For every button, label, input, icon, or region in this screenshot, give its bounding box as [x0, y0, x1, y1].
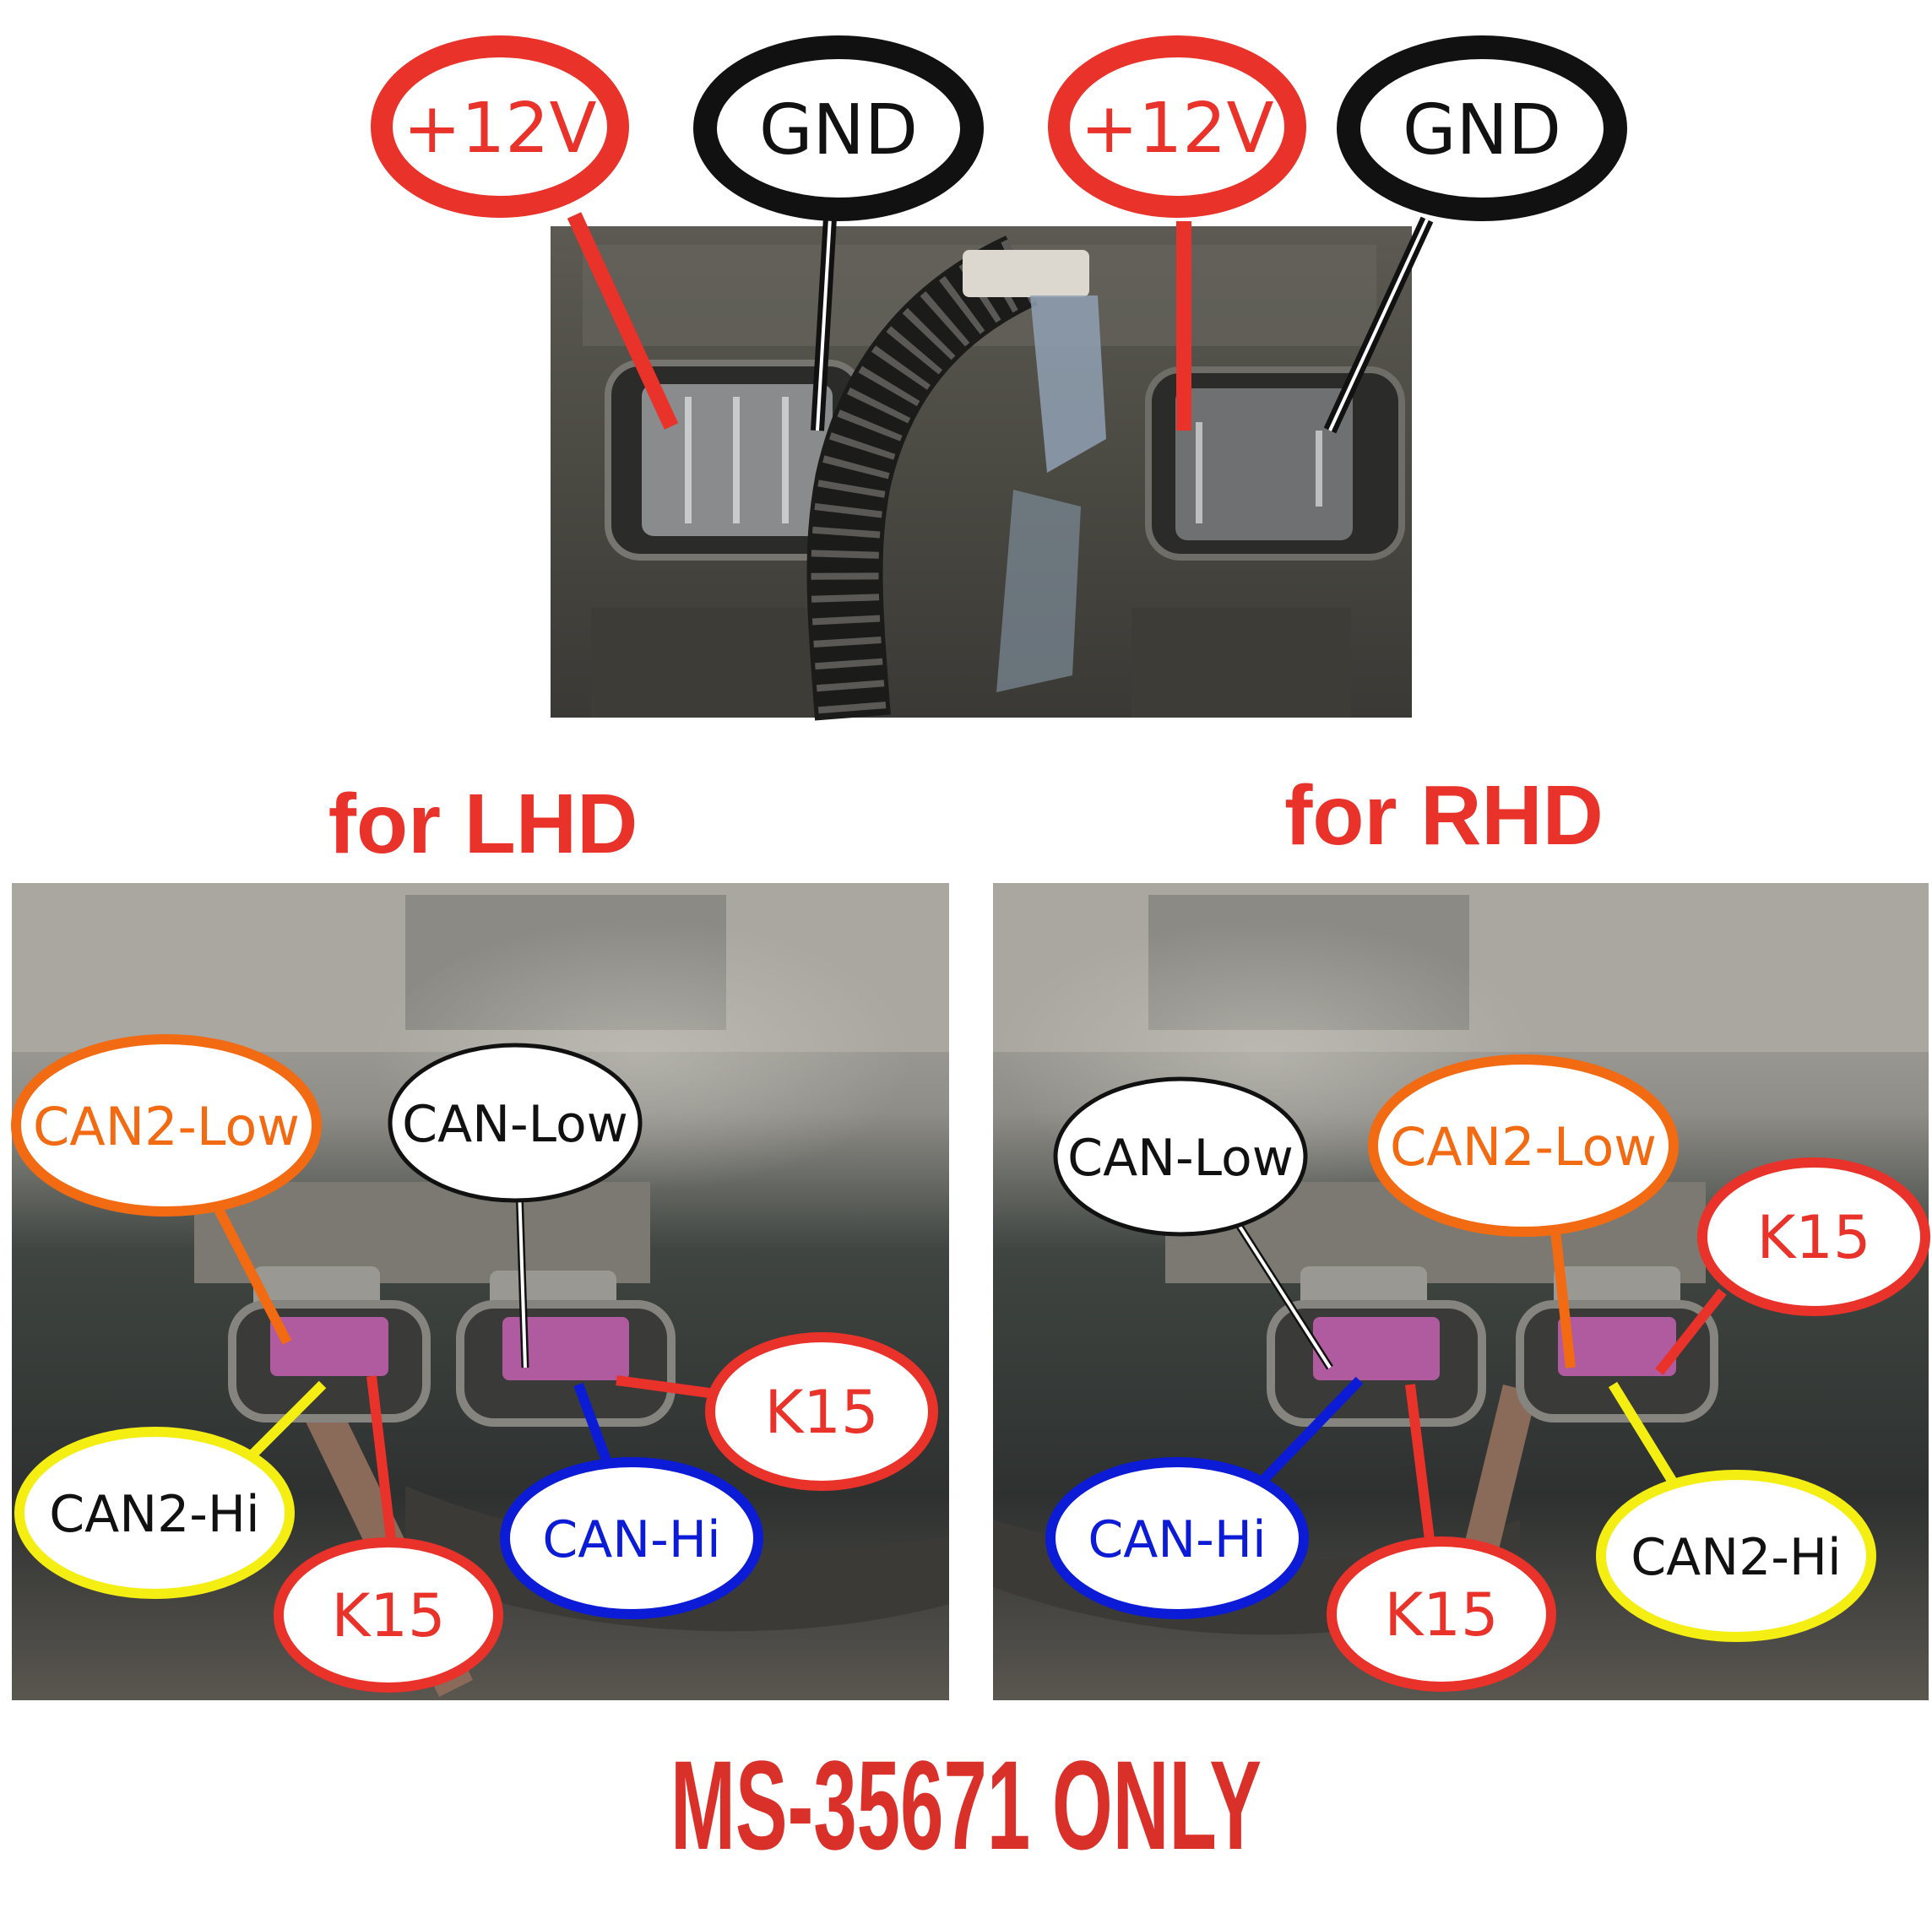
housing-lower-left [591, 608, 828, 718]
callout-lhd-k15-b-ellipse [705, 1332, 938, 1491]
callout-lhd-can-low-text: CAN-Low [402, 1095, 628, 1154]
cable-clip [963, 250, 1089, 297]
callout-p12v-right-ellipse [1048, 35, 1306, 218]
leader-lhd-can2-hi [249, 1380, 327, 1458]
callout-lhd-k15-a: K15 [274, 1537, 503, 1693]
cable-ridges [811, 239, 1037, 721]
callout-rhd-can-hi-text: CAN-Hi [1088, 1510, 1266, 1569]
footer-model-note: MS-35671 ONLY [670, 1734, 1262, 1876]
callout-rhd-k15-b-ellipse [1327, 1536, 1556, 1692]
heading-lhd: for LHD [328, 777, 638, 871]
callout-rhd-can2-low-text: CAN2-Low [1390, 1116, 1657, 1178]
callout-gnd-right-ellipse [1337, 35, 1627, 221]
top-callouts: +12V GND +12V GND [371, 35, 1627, 221]
callout-gnd-right-text: GND [1403, 90, 1561, 171]
callout-rhd-k15-b-text: K15 [1385, 1580, 1499, 1650]
callout-rhd-k15-b: K15 [1327, 1536, 1556, 1692]
lhd-callouts: CAN2-Low CAN-Low CAN2-Hi K15 K15 CAN-Hi [11, 1034, 938, 1693]
callout-p12v-left: +12V [371, 35, 629, 218]
callout-lhd-k15-a-text: K15 [332, 1581, 446, 1650]
callout-gnd-left-text: GND [759, 90, 918, 171]
blue-connector [1030, 295, 1106, 473]
callout-gnd-right: GND [1337, 35, 1627, 221]
callout-rhd-can-hi-ellipse [1045, 1457, 1309, 1619]
callout-lhd-can2-low-ellipse [11, 1034, 322, 1217]
rhd-connector2-pins [1558, 1317, 1676, 1376]
rhd-callouts: CAN-Low CAN2-Low K15 CAN-Hi K15 CAN2-Hi [1045, 1054, 1930, 1692]
callout-rhd-k15-a: K15 [1697, 1157, 1930, 1316]
lhd-connector2-pins [502, 1317, 629, 1380]
callout-p12v-right-text: +12V [1080, 89, 1273, 169]
leader-rhd-k15-b [1405, 1384, 1436, 1554]
heading-rhd: for RHD [1284, 768, 1604, 863]
callout-lhd-can-low: CAN-Low [388, 1043, 643, 1203]
callout-rhd-can-low-text: CAN-Low [1067, 1129, 1294, 1188]
callout-lhd-can-hi-text: CAN-Hi [542, 1510, 720, 1569]
leader-rhd-can-low-core [1231, 1214, 1332, 1369]
top-photo [551, 226, 1412, 721]
callout-gnd-left-ellipse [693, 35, 984, 221]
callout-rhd-can2-low: CAN2-Low [1368, 1054, 1679, 1237]
top-leader-inner [816, 217, 1429, 431]
callout-rhd-can2-hi-ellipse [1596, 1470, 1876, 1642]
callout-lhd-can-hi-ellipse [500, 1457, 763, 1619]
callout-lhd-can-hi: CAN-Hi [500, 1457, 763, 1619]
callout-rhd-can-low: CAN-Low [1053, 1076, 1308, 1237]
callout-lhd-can2-hi-text: CAN2-Hi [49, 1485, 259, 1544]
leader-lhd-k15-b [616, 1375, 710, 1398]
callout-p12v-left-text: +12V [403, 89, 596, 169]
leader-rhd-can2-low [1549, 1215, 1576, 1368]
blue-connector-lower [996, 490, 1081, 692]
lhd-photo [12, 883, 949, 1700]
right-socket-insert [1175, 388, 1353, 540]
leader-p12v-left [567, 212, 679, 430]
callout-gnd-left: GND [693, 35, 984, 221]
callout-lhd-can-low-ellipse [388, 1043, 643, 1203]
callout-lhd-k15-a-ellipse [274, 1537, 503, 1693]
rhd-leaders [1229, 1213, 1727, 1554]
leader-lhd-can-hi [573, 1382, 613, 1467]
leader-gnd-left-core [816, 217, 832, 431]
callout-rhd-can2-hi-text: CAN2-Hi [1631, 1528, 1841, 1587]
leader-rhd-can-hi [1245, 1376, 1364, 1498]
leader-lhd-can-low-core [518, 1188, 527, 1368]
callout-lhd-k15-b-text: K15 [765, 1378, 879, 1447]
callout-lhd-can2-hi-ellipse [14, 1427, 295, 1599]
housing-lower-right [1132, 608, 1351, 718]
callout-rhd-k15-a-ellipse [1697, 1157, 1930, 1316]
callout-lhd-k15-b: K15 [705, 1332, 938, 1491]
leader-rhd-k15-a [1655, 1288, 1727, 1375]
callout-lhd-can2-hi: CAN2-Hi [14, 1427, 295, 1599]
leader-lhd-can2-low [210, 1200, 292, 1345]
callout-lhd-can2-low: CAN2-Low [11, 1034, 322, 1217]
lhd-connector1-pins [270, 1317, 388, 1376]
lhd-leaders [210, 1188, 710, 1554]
callout-p12v-left-ellipse [371, 35, 629, 218]
callout-rhd-can2-low-ellipse [1368, 1054, 1679, 1237]
rhd-connector1-pins [1313, 1317, 1440, 1380]
callout-rhd-can-hi: CAN-Hi [1045, 1457, 1309, 1619]
callout-rhd-can-low-ellipse [1053, 1076, 1308, 1237]
callout-p12v-right: +12V [1048, 35, 1306, 218]
leader-rhd-can2-hi [1608, 1381, 1685, 1498]
callout-rhd-k15-a-text: K15 [1757, 1203, 1871, 1272]
leader-gnd-right-core [1328, 219, 1429, 431]
callout-rhd-can2-hi: CAN2-Hi [1596, 1470, 1876, 1642]
callout-lhd-can2-low-text: CAN2-Low [33, 1096, 300, 1157]
leader-lhd-k15-a [366, 1375, 398, 1554]
